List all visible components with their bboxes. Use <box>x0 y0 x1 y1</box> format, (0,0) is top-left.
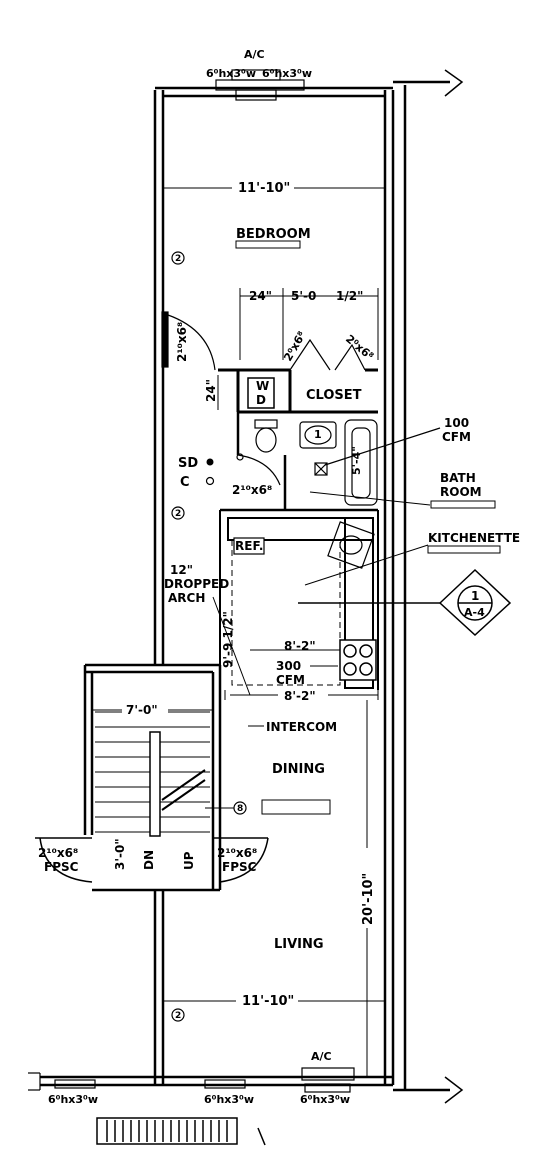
arch-label-line1: 12" <box>170 563 193 577</box>
break-lines <box>444 69 464 1104</box>
fan-cfm-label-1: CFM <box>442 430 471 444</box>
kitchen-8-2-dimension-a: 8'-2" <box>284 639 316 653</box>
fpsc-left-size: 2¹⁰x6⁸ <box>38 846 78 860</box>
intercom-label: INTERCOM <box>266 720 337 734</box>
living-depth-dimension: 20'-10" <box>361 873 376 925</box>
bath-label-line1: BATH <box>440 471 476 485</box>
kitchenette-finish-tag <box>427 545 501 554</box>
wall-type-2-b: 2 <box>175 509 181 519</box>
closet-dimension-lines <box>239 288 379 360</box>
bedroom-door <box>161 311 216 371</box>
ref-label: REF. <box>235 539 263 553</box>
closet-24-dimension: 24" <box>249 289 272 303</box>
exterior-steps <box>96 1117 266 1146</box>
fan-cfm-label-2: CFM <box>276 673 305 687</box>
wall-type-2-a: 2 <box>175 254 181 264</box>
window-tag-bottom-left: 6⁰hx3⁰w <box>48 1093 98 1106</box>
closet-half-dimension: 1/2" <box>336 289 363 303</box>
dining-label: DINING <box>272 762 325 777</box>
living-label: LIVING <box>274 937 324 952</box>
arch-label-line2: DROPPED <box>164 577 229 591</box>
fpsc-right-size: 2¹⁰x6⁸ <box>217 846 257 860</box>
smoke-detector-symbol <box>206 458 214 466</box>
window-tag-top-left: 6⁰hx3⁰w <box>206 67 256 80</box>
bathroom-walls <box>220 412 378 512</box>
stair-down-label: DN <box>142 850 156 870</box>
section-sheet: A-4 <box>464 606 485 619</box>
section-marker <box>438 568 512 637</box>
kitchen-8-2-dimension-b: 8'-2" <box>284 689 316 703</box>
stair-treads <box>95 711 210 837</box>
stairwell-walls <box>83 663 222 892</box>
closet-walls <box>218 368 378 414</box>
washer-label: W <box>256 379 269 393</box>
stair-up-label: UP <box>182 851 196 870</box>
bottom-windows <box>28 1067 355 1093</box>
top-windows <box>215 69 305 101</box>
section-number: 1 <box>471 589 479 603</box>
window-tag-top-right: 6⁰hx3⁰w <box>262 67 312 80</box>
arch-label-line3: ARCH <box>168 591 205 605</box>
co-detector-symbol <box>205 476 215 486</box>
bedroom-door-tag: 2¹⁰x6⁸ <box>175 322 189 362</box>
kitchen-9-9-dimension: 9'-9 1/2" <box>221 611 235 668</box>
kitchenette-label: KITCHENETTE <box>428 531 520 545</box>
living-width-dimension: 11'-10" <box>242 994 294 1009</box>
fan-300-label: 300 <box>276 659 301 673</box>
fan-100-label: 100 <box>444 416 469 430</box>
c-label: C <box>180 475 190 490</box>
fpsc-left-label: FPSC <box>44 860 79 874</box>
bedroom-width-dimension: 11'-10" <box>238 181 290 196</box>
dryer-label: D <box>256 393 266 407</box>
window-tag-bottom-right: 6⁰hx3⁰w <box>300 1093 350 1106</box>
wall-type-2-c: 2 <box>175 1011 181 1021</box>
fpsc-doors <box>35 837 269 883</box>
bath-finish-tag <box>430 500 496 509</box>
kitchen-sink <box>327 521 375 569</box>
closet-label: CLOSET <box>306 388 362 403</box>
fpsc-right-label: FPSC <box>222 860 257 874</box>
riser-dimension: 3'-0" <box>113 838 127 870</box>
bath-label-line2: ROOM <box>440 485 482 499</box>
bath-light-symbol <box>236 453 244 461</box>
bedroom-label: BEDROOM <box>236 227 311 242</box>
dining-living-finish-tag <box>261 799 331 815</box>
bath-door-tag: 2¹⁰x6⁸ <box>232 483 272 497</box>
refrigerator <box>233 537 265 555</box>
closet-doors <box>289 338 366 371</box>
ac-top-label: A/C <box>244 48 265 61</box>
wall-type-markers <box>171 251 185 1022</box>
stair-7-0-dimension: 7'-0" <box>126 703 158 717</box>
bedroom-finish-tag <box>235 240 301 249</box>
kitchenette-dashed <box>231 539 341 686</box>
toilet-tag: 1 <box>314 428 322 441</box>
ac-bottom-label: A/C <box>311 1050 332 1063</box>
partition-marker-label: 8 <box>237 804 243 814</box>
wall-24-dimension: 24" <box>204 379 218 402</box>
closet-5-0-dimension: 5'-0 <box>291 289 316 303</box>
closet-door-1-tag: 2⁰x6⁸ <box>281 329 308 363</box>
cooktop <box>339 639 377 681</box>
washer-dryer <box>247 377 275 409</box>
sd-label: SD <box>178 456 198 471</box>
window-tag-bottom-mid: 6⁰hx3⁰w <box>204 1093 254 1106</box>
tub-dimension: 5'-4" <box>350 446 363 475</box>
